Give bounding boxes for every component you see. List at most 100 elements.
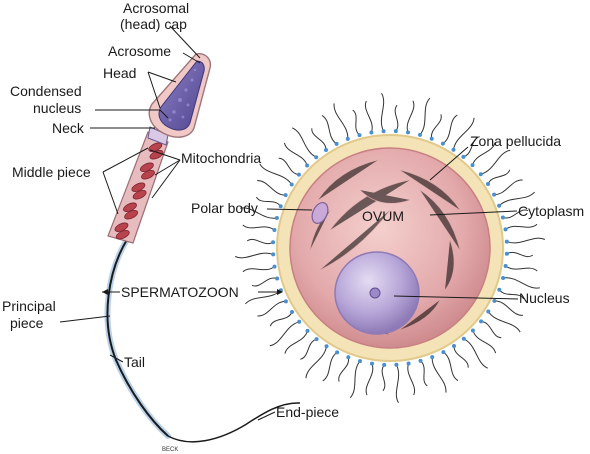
sperm-tail-strand xyxy=(431,357,447,393)
sperm-tail-strand xyxy=(364,100,373,133)
sperm-tail-strand xyxy=(442,114,458,145)
mitochondrion xyxy=(131,182,146,193)
label-condensed-nucleus-1: Condensed xyxy=(10,83,82,99)
sperm-head-dot xyxy=(452,344,456,348)
sperm-head-dot xyxy=(406,130,410,135)
sperm-head-dot xyxy=(272,228,277,232)
sperm-tail-strand xyxy=(381,364,386,392)
polar-body xyxy=(311,202,329,224)
mitochondrion xyxy=(132,189,147,200)
sperm-tail-strand xyxy=(322,351,338,382)
sperm-head-dot xyxy=(497,287,502,292)
cytoplasm-texture xyxy=(309,159,461,336)
sperm-head-dot xyxy=(283,299,288,304)
label-acrosomal-cap-2: (head) cap xyxy=(120,16,187,32)
sperm-head-dot xyxy=(324,344,329,349)
sperm-tail-strand xyxy=(443,351,459,382)
sperm-head-dot xyxy=(271,240,276,245)
sperm-head-dot xyxy=(305,328,310,333)
sperm-tail-strand xyxy=(419,97,431,136)
sperm-head-dot xyxy=(358,359,362,364)
sperm-tail-strand xyxy=(338,357,349,382)
sperm-head-dot xyxy=(278,204,283,209)
sperm-head-dot xyxy=(297,319,302,324)
label-polar-body: Polar body xyxy=(191,200,258,216)
label-head: Head xyxy=(103,65,136,81)
sperm-head-dot xyxy=(305,163,310,168)
sperm-tail-strand xyxy=(257,300,286,317)
sperm-tail-strand xyxy=(305,346,327,379)
label-acrosomal-cap-1: Acrosomal xyxy=(123,0,189,16)
sperm-head-nucleus xyxy=(158,60,205,131)
sperm-head-dot xyxy=(418,358,423,363)
sperm-head-dot xyxy=(429,136,434,141)
sperm-tail-strand xyxy=(472,142,496,166)
sperm-tail-strand xyxy=(480,320,502,339)
sperm-head-dot xyxy=(461,154,466,159)
sperm-head-dot xyxy=(492,192,497,197)
sperm-head-dot xyxy=(369,130,374,135)
sperm-tail-strand xyxy=(453,345,469,368)
sperm-tail-strand xyxy=(406,100,415,133)
sperm-tail-strand xyxy=(498,289,525,300)
sperm-head-dot xyxy=(290,310,294,314)
sperm-head-dot xyxy=(296,172,301,177)
sperm-tail-strand xyxy=(242,224,275,231)
sperm-head-dot xyxy=(324,148,328,152)
sperm-head-dot xyxy=(346,355,351,360)
sperm-tail-strand xyxy=(234,252,274,259)
sperm-tail-strand xyxy=(463,338,489,369)
label-spermatozoon: SPERMATOZOON xyxy=(121,284,239,300)
sperm-tail-strand xyxy=(333,103,349,139)
sperm-tail-strand xyxy=(283,142,308,166)
sperm-tail-strand xyxy=(259,163,293,185)
surrounding-sperm-tails xyxy=(234,92,546,404)
sperm-head-dot xyxy=(470,163,475,168)
nucleolus xyxy=(369,287,381,299)
sperm-head-dot xyxy=(381,129,386,134)
sperm-head-dot xyxy=(314,155,319,160)
sperm-tail-strand xyxy=(380,92,385,132)
sperm-head-dot xyxy=(418,132,422,137)
label-acrosome: Acrosome xyxy=(108,43,171,59)
head-texture xyxy=(168,68,197,122)
label-neck: Neck xyxy=(52,120,85,136)
end-piece-filament xyxy=(167,402,301,443)
sperm-tail-strand xyxy=(321,114,337,145)
sperm-tail-strand xyxy=(394,104,399,132)
sperm-tail-strand xyxy=(300,338,317,360)
sperm-tail-strand xyxy=(311,128,327,151)
mitochondrion xyxy=(115,229,130,240)
sperm-tail-strand xyxy=(246,239,274,245)
sperm-head-dot xyxy=(503,227,508,232)
label-ovum: OVUM xyxy=(362,208,404,224)
sperm-head-dot xyxy=(345,136,350,141)
label-condensed-nucleus-2: nucleus xyxy=(33,100,81,116)
label-zona-pellucida: Zona pellucida xyxy=(470,133,561,149)
sperm-head-dot xyxy=(394,362,399,367)
mitochondrion xyxy=(141,169,155,180)
sperm-head-dot xyxy=(504,239,509,244)
sperm-tail-strand xyxy=(431,114,442,139)
label-nucleus: Nucleus xyxy=(519,290,570,306)
mitochondrion xyxy=(114,222,129,233)
sperm-head-dot xyxy=(357,133,362,138)
sperm-tail-strand xyxy=(242,266,275,273)
sperm-head-dot xyxy=(271,252,276,257)
sperm-head-dot xyxy=(289,182,294,187)
sperm-tail-strand xyxy=(420,360,428,387)
label-mitochondria: Mitochondria xyxy=(181,150,261,166)
artist-signature: BECK xyxy=(162,447,178,453)
sperm-head-dot xyxy=(478,172,483,177)
sperm-head-dot xyxy=(272,264,277,269)
sperm-tail-strand xyxy=(494,300,523,316)
sperm-head-dot xyxy=(370,361,374,366)
sperm-tail-strand xyxy=(365,363,374,396)
sperm-tail-strand xyxy=(503,277,540,289)
sperm-tail-strand xyxy=(269,311,293,327)
sperm-tail-strand xyxy=(498,191,535,207)
sperm-head-dot xyxy=(470,328,475,333)
sperm-tail-strand xyxy=(269,321,300,347)
